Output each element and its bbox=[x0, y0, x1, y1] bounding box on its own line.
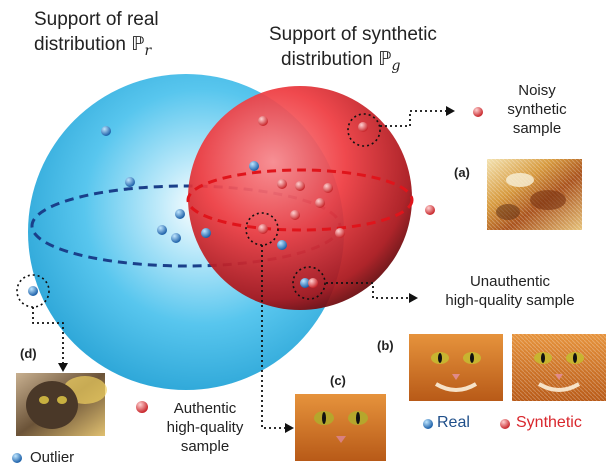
authentic-highlight bbox=[245, 212, 279, 246]
tag-d: (d) bbox=[20, 346, 37, 361]
noisy-sample-dot bbox=[473, 107, 483, 117]
synthetic-point bbox=[315, 198, 325, 208]
tag-c: (c) bbox=[330, 373, 346, 388]
noisy-label-line2: synthetic bbox=[507, 101, 567, 118]
noisy-label-line1: Noisy bbox=[518, 82, 556, 99]
real-point bbox=[125, 177, 135, 187]
outlier-connector bbox=[32, 307, 64, 364]
outlier-highlight bbox=[16, 274, 50, 308]
noisy-sample-image bbox=[487, 159, 582, 230]
synthetic-point bbox=[323, 183, 333, 193]
real-support-line1: Support of real bbox=[34, 9, 159, 30]
legend-synthetic-dot bbox=[500, 419, 510, 429]
real-point bbox=[277, 240, 287, 250]
outlier-legend-dot bbox=[12, 453, 22, 463]
real-points bbox=[28, 126, 310, 296]
real-point bbox=[175, 209, 185, 219]
synthetic-support-line2: distribution ℙg bbox=[281, 48, 401, 74]
synthetic-point bbox=[258, 116, 268, 126]
noisy-connector bbox=[380, 110, 447, 127]
authentic-label: Authentic high-quality sample bbox=[150, 399, 260, 456]
synthetic-equator bbox=[186, 168, 414, 232]
tag-a: (a) bbox=[454, 165, 470, 180]
real-point bbox=[300, 278, 310, 288]
synthetic-symbol: ℙ bbox=[378, 48, 392, 70]
synthetic-point bbox=[277, 179, 287, 189]
noisy-label: Noisy synthetic sample bbox=[497, 81, 577, 138]
real-point bbox=[171, 233, 181, 243]
synthetic-subscript: g bbox=[391, 57, 401, 74]
synthetic-support-title: Support of synthetic distribution ℙg bbox=[269, 23, 437, 78]
real-subscript: r bbox=[144, 42, 152, 59]
synthetic-point bbox=[308, 278, 318, 288]
unauthentic-synthetic-image bbox=[512, 334, 606, 401]
authentic-label-line2: high-quality bbox=[166, 419, 244, 436]
authentic-label-line1: Authentic bbox=[173, 400, 237, 417]
authentic-label-line3: sample bbox=[180, 438, 230, 455]
unauthentic-label-line2: high-quality sample bbox=[445, 292, 575, 309]
real-point bbox=[201, 228, 211, 238]
outlier-label: Outlier bbox=[30, 449, 75, 466]
real-point bbox=[157, 225, 167, 235]
synthetic-point bbox=[295, 181, 305, 191]
real-support-line2: distribution ℙr bbox=[34, 33, 152, 59]
unauthentic-label: Unauthentic high-quality sample bbox=[420, 272, 600, 310]
real-symbol: ℙ bbox=[131, 33, 145, 55]
legend-real-dot bbox=[423, 419, 433, 429]
outlier-sample-image bbox=[16, 373, 107, 436]
unauthentic-connector bbox=[326, 282, 410, 299]
real-support-title: Support of real distribution ℙr bbox=[34, 8, 159, 63]
noisy-label-line3: sample bbox=[512, 120, 562, 137]
arrowhead bbox=[285, 423, 294, 433]
synthetic-point bbox=[425, 205, 435, 215]
unauthentic-highlight bbox=[292, 266, 326, 300]
synthetic-support-line1: Support of synthetic bbox=[269, 24, 437, 45]
authentic-sample-image bbox=[295, 394, 386, 461]
authentic-connector bbox=[261, 245, 286, 429]
synthetic-point bbox=[335, 228, 345, 238]
noisy-highlight bbox=[347, 113, 381, 147]
arrowhead bbox=[58, 363, 68, 372]
synthetic-point bbox=[258, 224, 268, 234]
synthetic-point bbox=[290, 210, 300, 220]
legend-synthetic-label: Synthetic bbox=[516, 414, 582, 431]
real-point bbox=[101, 126, 111, 136]
arrowhead bbox=[409, 293, 418, 303]
unauthentic-real-image bbox=[409, 334, 503, 401]
legend-real-label: Real bbox=[437, 414, 470, 431]
synthetic-support-sphere bbox=[188, 86, 412, 310]
outlier-point bbox=[28, 286, 38, 296]
synthetic-points bbox=[258, 116, 435, 288]
unauthentic-label-line1: Unauthentic bbox=[469, 273, 551, 290]
authentic-sample-dot bbox=[136, 401, 148, 413]
tag-b: (b) bbox=[377, 338, 394, 353]
arrowhead bbox=[446, 106, 455, 116]
real-point bbox=[249, 161, 259, 171]
synthetic-point bbox=[358, 122, 368, 132]
